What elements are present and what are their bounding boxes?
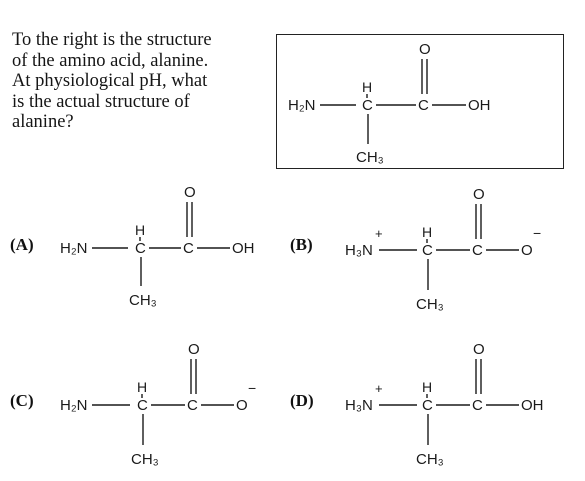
option-label: (B) bbox=[290, 235, 313, 254]
option-d-structure: + H₃N H C C O OH CH₃ bbox=[345, 341, 544, 468]
amino-group: H₂N bbox=[60, 397, 88, 414]
methyl-group: CH₃ bbox=[129, 292, 157, 309]
alpha-carbon: C bbox=[135, 240, 146, 257]
amino-group: H₃N bbox=[345, 242, 373, 259]
question-line: of the amino acid, alanine. bbox=[12, 50, 209, 71]
alpha-hydrogen: H bbox=[422, 379, 432, 395]
carbonyl-oxygen: O bbox=[419, 41, 431, 58]
option-label: (C) bbox=[10, 391, 34, 410]
carboxyl-group: OH bbox=[468, 97, 491, 114]
charge-right: − bbox=[533, 225, 541, 241]
carbonyl-carbon: C bbox=[472, 397, 483, 414]
carbonyl-carbon: C bbox=[418, 97, 429, 114]
carbonyl-carbon: C bbox=[183, 240, 194, 257]
methyl-group: CH₃ bbox=[356, 149, 384, 166]
question-line: is the actual structure of bbox=[12, 91, 190, 112]
question-line: alanine? bbox=[12, 112, 74, 132]
alpha-carbon: C bbox=[422, 242, 433, 259]
methyl-group: CH₃ bbox=[416, 296, 444, 313]
alpha-carbon: C bbox=[362, 97, 373, 114]
amino-group: H₃N bbox=[345, 397, 373, 414]
carboxyl-group: OH bbox=[521, 397, 544, 414]
charge-left: + bbox=[375, 381, 383, 396]
methyl-group: CH₃ bbox=[131, 451, 159, 468]
carboxylate-oxygen: O bbox=[521, 242, 533, 259]
carboxyl-group: OH bbox=[232, 240, 255, 257]
charge-left: + bbox=[375, 226, 383, 241]
option-label: (D) bbox=[290, 391, 314, 410]
alpha-carbon: C bbox=[137, 397, 148, 414]
reference-structure: H₂N H C C O OH CH₃ bbox=[288, 41, 491, 166]
question-text: To the right is the structure of the ami… bbox=[12, 30, 272, 133]
carbonyl-oxygen: O bbox=[473, 186, 485, 203]
option-label: (A) bbox=[10, 235, 34, 254]
alpha-hydrogen: H bbox=[362, 79, 372, 95]
carbonyl-carbon: C bbox=[187, 397, 198, 414]
carbonyl-oxygen: O bbox=[473, 341, 485, 358]
carbonyl-oxygen: O bbox=[188, 341, 200, 358]
charge-right: − bbox=[248, 380, 256, 396]
amino-group: H₂N bbox=[60, 240, 88, 257]
alpha-hydrogen: H bbox=[137, 379, 147, 395]
carbonyl-oxygen: O bbox=[184, 184, 196, 201]
amino-group: H₂N bbox=[288, 97, 316, 114]
option-a-structure: H₂N H C C O OH CH₃ bbox=[60, 184, 255, 309]
alpha-hydrogen: H bbox=[422, 224, 432, 240]
question-line: To the right is the structure bbox=[12, 30, 212, 50]
methyl-group: CH₃ bbox=[416, 451, 444, 468]
carbonyl-carbon: C bbox=[472, 242, 483, 259]
option-c-structure: H₂N H C C O O − CH₃ bbox=[60, 341, 256, 468]
carboxylate-oxygen: O bbox=[236, 397, 248, 414]
reference-structure-box bbox=[276, 34, 564, 169]
alpha-carbon: C bbox=[422, 397, 433, 414]
alpha-hydrogen: H bbox=[135, 222, 145, 238]
option-b-structure: + H₃N H C C O O − CH₃ bbox=[345, 186, 541, 313]
question-line: At physiological pH, what bbox=[12, 71, 208, 91]
